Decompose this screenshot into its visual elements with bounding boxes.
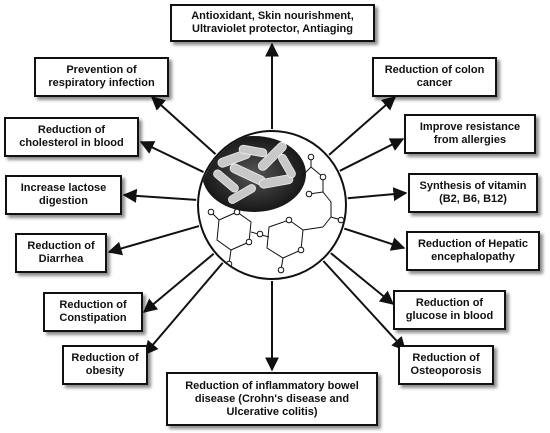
center-circle (197, 130, 347, 280)
center-illustration (202, 136, 345, 274)
arrow-hepatic (343, 227, 406, 251)
bacteria-image (202, 136, 306, 212)
box-respiratory: Prevention of respiratory infection (34, 57, 169, 97)
arrow-allergies (339, 138, 405, 172)
arrow-obesity (144, 262, 224, 356)
box-ibd: Reduction of inflammatory bowel disease … (166, 372, 378, 426)
box-lactose: Increase lactose digestion (5, 175, 122, 215)
arrow-diarrhea (107, 225, 200, 256)
box-antioxidant: Antioxidant, Skin nourishment, Ultraviol… (170, 4, 375, 42)
arrow-constipation (142, 252, 215, 313)
arrow-lactose (122, 188, 197, 203)
box-hepatic: Reduction of Hepatic encephalopathy (406, 231, 540, 271)
box-diarrhea: Reduction of Diarrhea (15, 233, 107, 273)
box-cholesterol: Reduction of cholesterol in blood (4, 117, 139, 157)
box-colon-cancer: Reduction of colon cancer (372, 57, 497, 97)
arrow-colon-cancer (328, 96, 397, 156)
box-constipation: Reduction of Constipation (43, 292, 143, 332)
box-vitamin: Synthesis of vitamin (B2, B6, B12) (408, 173, 538, 213)
box-glucose: Reduction of glucose in blood (393, 290, 506, 330)
arrow-osteoporosis (322, 260, 406, 352)
arrow-cholesterol (139, 141, 204, 173)
arrow-respiratory (150, 96, 217, 155)
box-obesity: Reduction of obesity (62, 345, 148, 385)
arrow-glucose (330, 252, 395, 305)
molecule-atoms (207, 153, 345, 274)
box-allergies: Improve resistance from allergies (404, 114, 536, 154)
box-osteoporosis: Reduction of Osteoporosis (398, 345, 494, 385)
arrow-vitamin (347, 187, 408, 202)
